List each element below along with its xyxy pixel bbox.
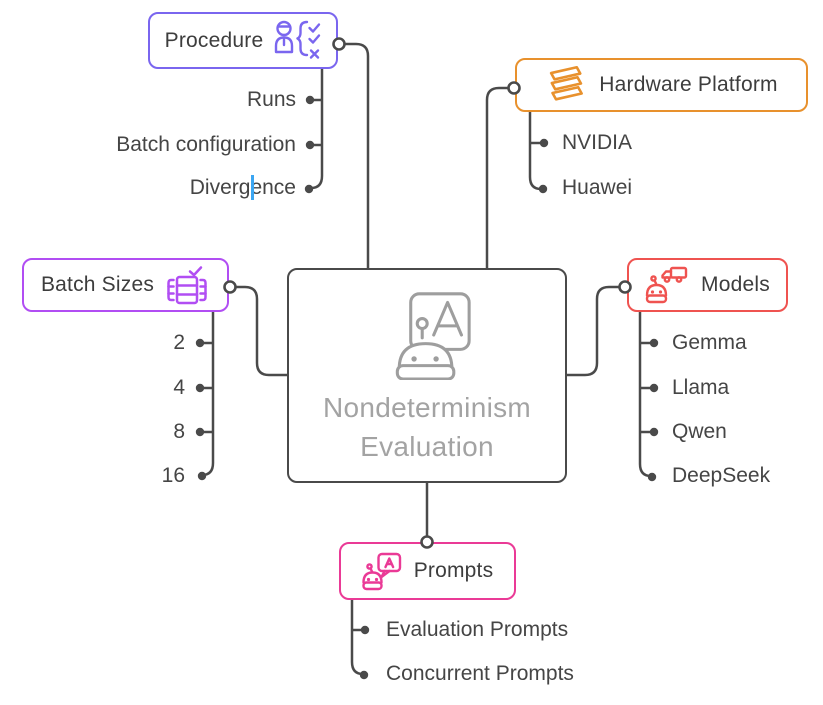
child-nvidia[interactable]: NVIDIA [562, 131, 633, 154]
dot-2 [195, 338, 205, 348]
dot-llama [649, 383, 659, 393]
wire-batch-sizes-to-center [228, 285, 290, 377]
node-models[interactable]: Models [627, 258, 788, 312]
node-models-label: Models [701, 273, 770, 296]
child-concurrent-prompts[interactable]: Concurrent Prompts [386, 662, 574, 685]
dot-nvidia [539, 138, 549, 148]
child-4[interactable]: 4 [173, 376, 185, 399]
child-evaluation-prompts[interactable]: Evaluation Prompts [386, 618, 569, 641]
dot-4 [195, 383, 205, 393]
text-cursor [251, 175, 254, 200]
node-prompts-label: Prompts [413, 559, 494, 582]
child-deepseek[interactable]: DeepSeek [672, 464, 771, 487]
node-procedure[interactable]: Procedure [148, 12, 338, 69]
dot-gemma [649, 338, 659, 348]
dot-huawei [538, 184, 548, 194]
spine-prompts-children [350, 598, 365, 676]
wire-hardware-to-center [485, 86, 516, 271]
robot-presentation-board-icon [395, 292, 471, 380]
dot-deepseek [647, 472, 657, 482]
stacked-layers-icon [550, 65, 584, 101]
node-batch-sizes-label: Batch Sizes [40, 273, 155, 296]
spine-models-children [638, 309, 654, 478]
node-prompts[interactable]: Prompts [339, 542, 516, 600]
dot-evaluation-prompts [360, 625, 370, 635]
wire-models-to-center [564, 285, 627, 377]
spine-batch-sizes-children [199, 309, 215, 477]
dot-16 [197, 471, 207, 481]
node-hardware-platform-label: Hardware Platform [599, 73, 778, 96]
child-gemma[interactable]: Gemma [672, 331, 747, 354]
spine-hardware-children [528, 109, 544, 191]
child-16[interactable]: 16 [161, 464, 185, 487]
child-8[interactable]: 8 [173, 420, 185, 443]
dot-runs [305, 95, 315, 105]
person-checklist-icon [275, 20, 321, 59]
batch-stack-check-icon [167, 266, 207, 305]
node-batch-sizes[interactable]: Batch Sizes [22, 258, 229, 312]
center-title: Nondeterminism Evaluation [323, 388, 531, 466]
robot-truck-icon [645, 266, 688, 304]
child-2[interactable]: 2 [173, 331, 185, 354]
child-batch-configuration[interactable]: Batch configuration [116, 133, 296, 156]
child-runs[interactable]: Runs [246, 88, 296, 111]
robot-chat-bubble-icon [362, 552, 401, 590]
dot-qwen [649, 427, 659, 437]
dot-divergence [304, 184, 314, 194]
center-title-line1: Nondeterminism [322, 392, 532, 423]
dot-batch-configuration [305, 140, 315, 150]
wire-procedure-to-center [337, 42, 370, 271]
child-huawei[interactable]: Huawei [562, 176, 633, 199]
node-procedure-label: Procedure [164, 28, 264, 52]
child-qwen[interactable]: Qwen [672, 420, 727, 443]
dot-concurrent-prompts [359, 670, 369, 680]
dot-8 [195, 427, 205, 437]
node-hardware-platform[interactable]: Hardware Platform [515, 58, 808, 112]
node-nondeterminism-evaluation[interactable]: Nondeterminism Evaluation [287, 268, 567, 483]
spine-procedure-children [309, 67, 324, 190]
center-title-line2: Evaluation [360, 431, 494, 462]
child-llama[interactable]: Llama [672, 376, 730, 399]
child-divergence[interactable]: Divergence [189, 176, 296, 199]
